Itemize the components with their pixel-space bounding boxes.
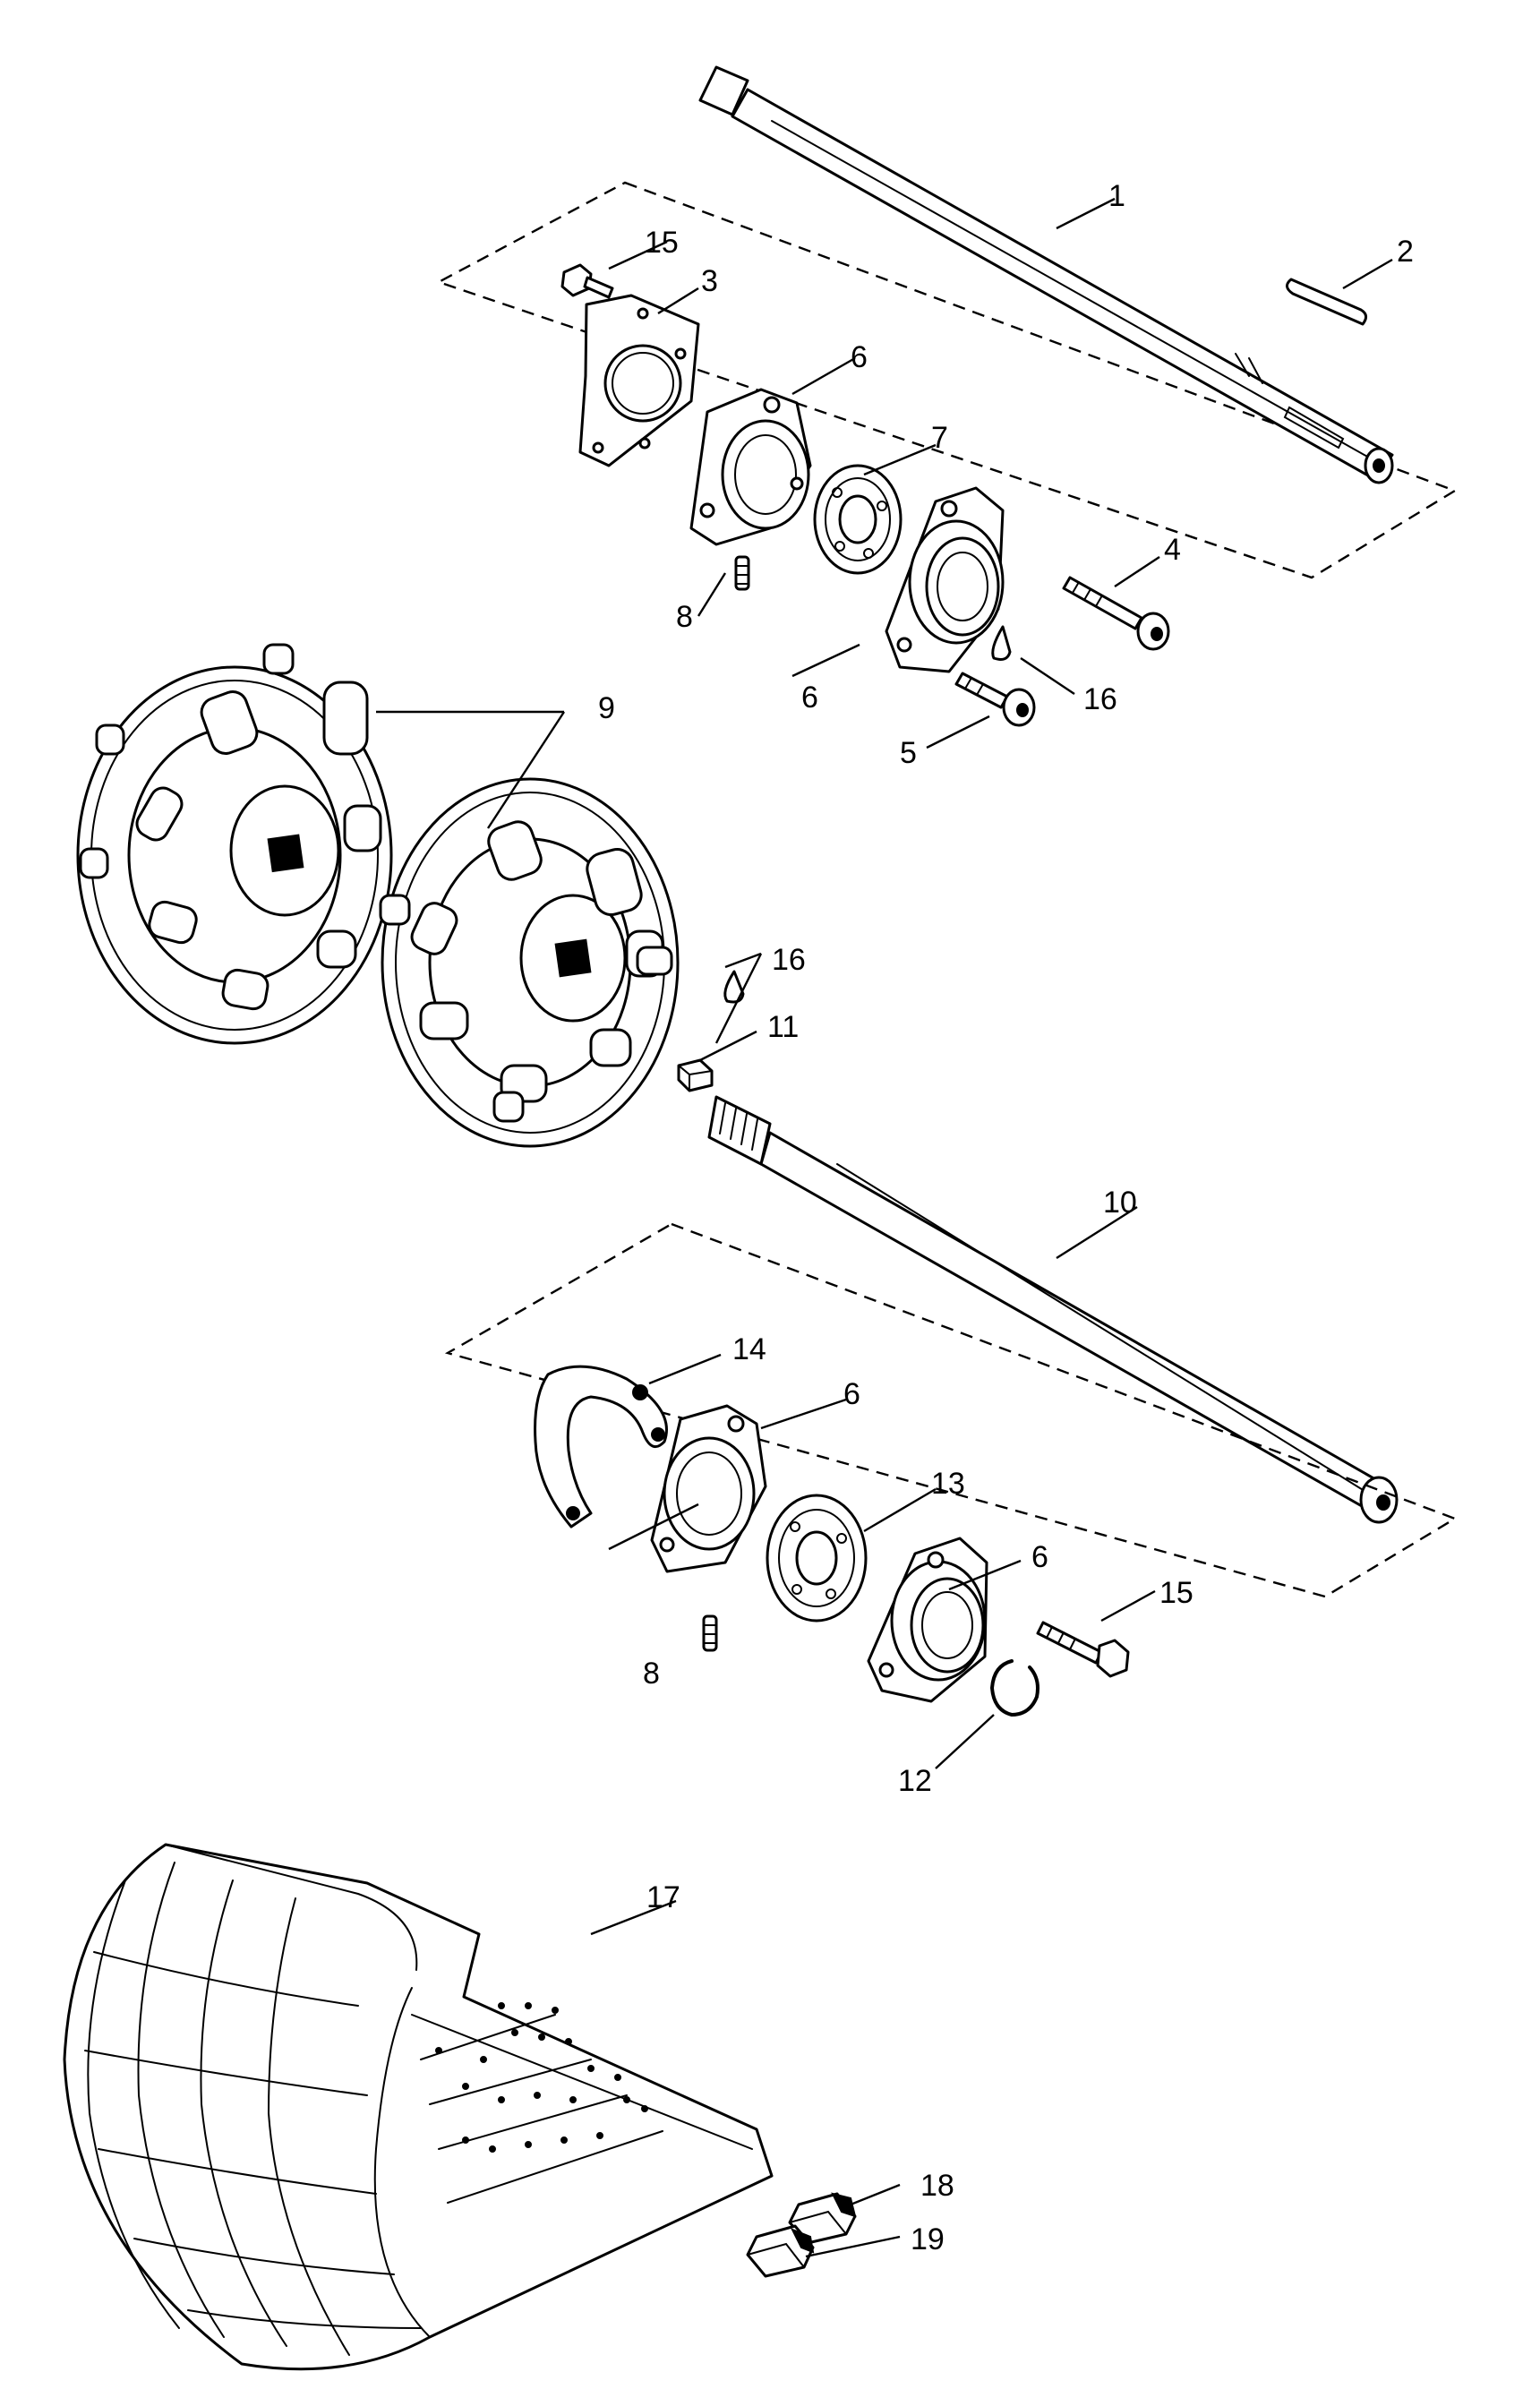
track bbox=[63, 1843, 774, 2371]
callout-10: 10 bbox=[1103, 1186, 1137, 1220]
upper-assembly-dashed-box bbox=[435, 181, 1458, 579]
track-clip-18 bbox=[788, 2192, 857, 2245]
flange-bolt-top bbox=[560, 263, 614, 299]
square-key bbox=[677, 1058, 714, 1092]
callout-16-upper: 16 bbox=[1083, 682, 1117, 716]
callout-6-lower-left: 6 bbox=[843, 1377, 860, 1411]
callout-14: 14 bbox=[732, 1332, 766, 1366]
bearing-upper bbox=[813, 464, 903, 575]
mounting-plate bbox=[578, 294, 700, 467]
bearing-lower bbox=[766, 1494, 868, 1623]
callout-13: 13 bbox=[931, 1467, 965, 1501]
lower-assembly-dashed-box bbox=[444, 1222, 1458, 1598]
upper-axle bbox=[698, 65, 1394, 484]
retaining-bracket bbox=[534, 1365, 668, 1528]
bearing-flange-upper-right bbox=[885, 486, 1005, 673]
callout-11: 11 bbox=[767, 1010, 799, 1044]
drive-sprocket-left bbox=[76, 643, 393, 1045]
callout-18: 18 bbox=[920, 2169, 954, 2203]
callout-19: 19 bbox=[911, 2222, 945, 2256]
drive-sprocket-right bbox=[379, 777, 680, 1148]
callout-3: 3 bbox=[701, 264, 718, 298]
bearing-flange-lower-right bbox=[867, 1537, 988, 1703]
callout-2: 2 bbox=[1397, 235, 1414, 269]
hex-bolt-lower bbox=[1036, 1621, 1130, 1678]
callout-4: 4 bbox=[1164, 533, 1181, 567]
track-clip-19 bbox=[746, 2224, 815, 2278]
callout-7: 7 bbox=[931, 421, 948, 455]
callout-15-top: 15 bbox=[645, 226, 679, 260]
callout-12: 12 bbox=[898, 1764, 932, 1798]
callout-16-lower: 16 bbox=[772, 943, 806, 977]
circlip bbox=[989, 1659, 1040, 1717]
callout-15-lower: 15 bbox=[1159, 1576, 1194, 1610]
long-bolt bbox=[1062, 576, 1170, 651]
callout-labels: 1 2 15 3 6 7 4 8 6 16 5 9 16 11 10 14 6 … bbox=[598, 179, 1414, 2256]
callout-6-upper-right: 6 bbox=[801, 681, 818, 715]
bearing-flange-upper-left bbox=[689, 388, 812, 546]
lower-axle bbox=[707, 1095, 1399, 1524]
callout-1: 1 bbox=[1108, 179, 1125, 213]
callout-8-upper: 8 bbox=[676, 600, 693, 634]
callout-8-lower: 8 bbox=[643, 1657, 660, 1691]
key bbox=[1286, 278, 1367, 326]
callout-6-upper-left: 6 bbox=[851, 340, 868, 374]
leader-lines bbox=[376, 197, 1393, 2258]
bearing-flange-lower-left bbox=[650, 1404, 767, 1573]
set-screw-upper bbox=[734, 555, 750, 591]
callout-17: 17 bbox=[646, 1880, 680, 1914]
callout-9: 9 bbox=[598, 691, 615, 725]
set-screw-lower bbox=[702, 1614, 718, 1652]
callout-6-lower-right: 6 bbox=[1031, 1540, 1048, 1574]
sealant-drop-upper bbox=[991, 625, 1012, 661]
short-bolt bbox=[954, 672, 1036, 727]
callout-5: 5 bbox=[900, 736, 917, 770]
sealant-drop-lower bbox=[723, 970, 745, 1004]
